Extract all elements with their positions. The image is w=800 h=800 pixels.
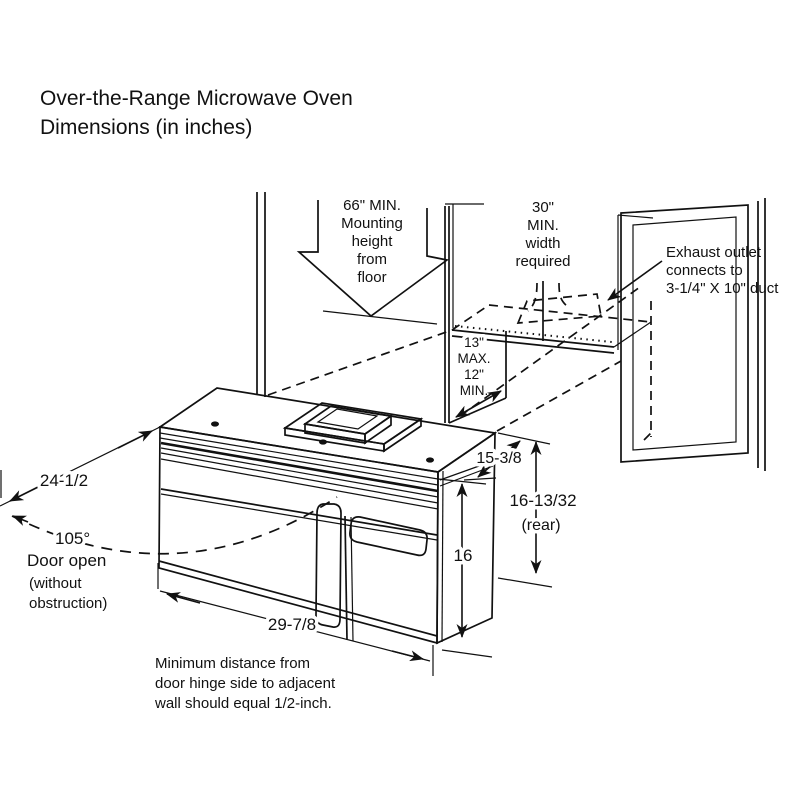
exhaust-label-line3: 3-1/4" X 10" duct <box>666 280 779 297</box>
exhaust-label-line2: connects to <box>666 262 743 279</box>
mounting-height-label-line5: floor <box>357 269 386 286</box>
dimension-top-depth-label: 15-3/8 <box>476 450 521 467</box>
door-open-label-line2: (without <box>29 575 82 592</box>
door-handle <box>315 503 342 628</box>
mounting-height-label-line3: height <box>352 233 394 250</box>
exhaust-callout: Exhaust outlet connects to 3-1/4" X 10" … <box>607 241 783 301</box>
hinge-note-line2: door hinge side to adjacent <box>155 675 336 692</box>
mounting-height-callout: 66" MIN. Mounting height from floor <box>296 197 450 325</box>
control-panel-display <box>349 516 428 557</box>
dimension-height-rear-note: (rear) <box>521 517 560 534</box>
exhaust-duct-dashed <box>267 282 652 441</box>
cabinet-depth-label-line3: 12" <box>464 367 484 382</box>
upper-cabinet-recess: 13" MAX. 12" MIN. <box>444 206 652 424</box>
microwave-body <box>157 387 498 645</box>
microwave-front-face <box>158 426 439 645</box>
cabinet-depth-label-line4: MIN. <box>460 383 489 398</box>
door-open-label-line1: Door open <box>27 551 106 570</box>
min-width-label-line2: MIN. <box>527 217 559 234</box>
min-width-label-line4: required <box>515 253 570 270</box>
door-open-label-line3: obstruction) <box>29 595 107 612</box>
page-title: Over-the-Range Microwave Oven Dimensions… <box>40 84 353 142</box>
min-width-dimension: 30" MIN. width required <box>445 199 654 350</box>
exhaust-arrow <box>607 260 663 301</box>
mounting-height-label-line4: from <box>357 251 387 268</box>
door-open-angle-label: 105° <box>55 529 90 548</box>
dimension-height-16: 16 <box>437 478 493 658</box>
dimension-depth-24: 24-1/2 <box>0 426 161 507</box>
dimension-height-front-label: 16 <box>454 546 473 565</box>
mounting-height-label-line2: Mounting <box>341 215 403 232</box>
cabinet-depth-label-line2: MAX. <box>457 351 490 366</box>
door-swing-arc <box>11 496 338 555</box>
hinge-note-line3: wall should equal 1/2-inch. <box>154 695 332 712</box>
dimension-height-rear-label: 16-13/32 <box>509 491 576 510</box>
control-panel <box>344 515 428 642</box>
dimension-height-rear: 16-13/32 (rear) <box>497 432 580 588</box>
duct-adapter <box>282 402 424 453</box>
page-title-line2: Dimensions (in inches) <box>40 116 253 139</box>
dimension-width-label: 29-7/8 <box>268 615 316 634</box>
door-swing: 105° Door open (without obstruction) <box>11 496 338 616</box>
left-wall-lines <box>256 192 266 397</box>
right-cabinet-door <box>620 198 766 471</box>
dimension-depth-label: 24-1/2 <box>40 471 88 490</box>
microwave-side-face <box>436 431 496 645</box>
door <box>158 470 444 643</box>
hinge-note-line1: Minimum distance from <box>155 655 310 672</box>
hinge-note: Minimum distance from door hinge side to… <box>154 655 336 712</box>
dimension-top-depth: 15-3/8 <box>463 440 525 481</box>
vent-grille <box>159 432 494 510</box>
page-title-line1: Over-the-Range Microwave Oven <box>40 87 353 110</box>
cabinet-depth-label-line1: 13" <box>464 335 484 350</box>
dimension-width-29: 29-7/8 <box>157 563 434 676</box>
mounting-height-label-line1: 66" MIN. <box>343 197 401 214</box>
min-width-label-line1: 30" <box>532 199 554 216</box>
min-width-label-line3: width <box>524 235 560 252</box>
